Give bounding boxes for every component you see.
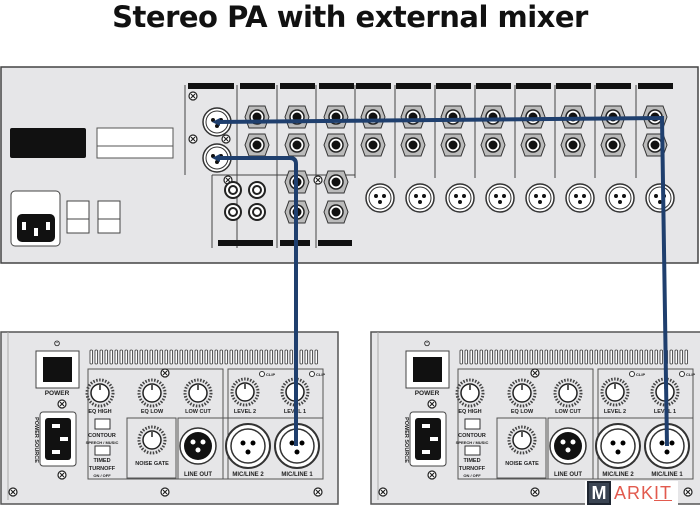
mixer-input-xlr xyxy=(445,183,475,213)
speaker-iec-socket xyxy=(409,411,447,467)
svg-text:NOISE GATE: NOISE GATE xyxy=(135,461,169,467)
svg-text:TURNOFF: TURNOFF xyxy=(89,466,116,472)
svg-text:LINE OUT: LINE OUT xyxy=(184,472,212,478)
svg-text:ON / OFF: ON / OFF xyxy=(463,473,481,478)
svg-text:CONTOUR: CONTOUR xyxy=(88,433,116,439)
svg-text:ON / OFF: ON / OFF xyxy=(93,473,111,478)
speaker-vents xyxy=(459,349,688,365)
rca-jack xyxy=(224,203,242,221)
mixer-input-xlr xyxy=(605,183,635,213)
svg-text:CLIP: CLIP xyxy=(686,372,695,377)
mixer-jack xyxy=(560,133,586,157)
svg-text:NOISE GATE: NOISE GATE xyxy=(505,461,539,467)
svg-text:EQ LOW: EQ LOW xyxy=(141,409,164,415)
mixer-jack xyxy=(244,105,270,129)
svg-text:LOW CUT: LOW CUT xyxy=(555,409,581,415)
svg-text:MIC/LINE 1: MIC/LINE 1 xyxy=(281,472,313,478)
mixer-jack xyxy=(440,105,466,129)
watermark-text: ARKIT xyxy=(614,482,673,503)
svg-text:TURNOFF: TURNOFF xyxy=(459,466,486,472)
svg-text:TIMED: TIMED xyxy=(463,458,480,464)
mixer-jack xyxy=(520,105,546,129)
mixer-jack xyxy=(284,105,310,129)
screw-icon xyxy=(221,134,231,144)
screw-icon xyxy=(188,134,198,144)
screw-icon xyxy=(313,175,323,185)
mixer-input-xlr xyxy=(565,183,595,213)
svg-text:TIMED: TIMED xyxy=(93,458,110,464)
mixer-jack xyxy=(323,200,349,224)
svg-text:MIC/LINE 1: MIC/LINE 1 xyxy=(651,472,683,478)
svg-text:POWER: POWER xyxy=(45,390,70,397)
cable-to-right-speaker xyxy=(216,115,669,447)
diagram-title: Stereo PA with external mixer xyxy=(112,0,588,34)
mixer-input-xlr xyxy=(365,183,395,213)
svg-text:⏻: ⏻ xyxy=(424,340,430,348)
svg-text:SPEECH / MUSIC: SPEECH / MUSIC xyxy=(456,440,489,445)
mixer-jack xyxy=(323,170,349,194)
svg-text:MIC/LINE 2: MIC/LINE 2 xyxy=(232,472,264,478)
svg-text:EQ HIGH: EQ HIGH xyxy=(458,409,481,415)
svg-text:CLIP: CLIP xyxy=(636,372,645,377)
svg-text:SPEECH / MUSIC: SPEECH / MUSIC xyxy=(86,440,119,445)
mixer-power-switches xyxy=(66,200,121,234)
cable-to-left-speaker xyxy=(217,156,298,446)
screw-icon xyxy=(188,91,198,101)
rca-jack xyxy=(248,181,266,199)
svg-text:EQ LOW: EQ LOW xyxy=(511,409,534,415)
speaker-power-switch: ⏻ POWER xyxy=(35,340,80,397)
svg-text:CLIP: CLIP xyxy=(316,372,325,377)
rca-jack xyxy=(224,181,242,199)
mixer-input-xlr xyxy=(485,183,515,213)
mixer-jack xyxy=(400,133,426,157)
svg-text:CLIP: CLIP xyxy=(266,372,275,377)
mixer-iec-socket xyxy=(10,190,61,247)
mixer-jack xyxy=(360,133,386,157)
mixer-jack xyxy=(400,105,426,129)
svg-text:LINE OUT: LINE OUT xyxy=(554,472,582,478)
mixer-rear-panel xyxy=(0,66,699,264)
speaker-iec-socket xyxy=(39,411,77,467)
mixer-jack xyxy=(600,133,626,157)
mixer-input-xlr xyxy=(405,183,435,213)
speaker-left-rear-panel: ⏻ POWER POWER SOURCE EQ HIGH EQ LOW LOW … xyxy=(0,331,339,505)
speaker-right-rear-panel: ⏻ POWER POWER SOURCE EQ HIGH EQ LOW LOW … xyxy=(370,331,700,505)
markit-watermark: M ARKIT xyxy=(585,481,679,505)
svg-text:CONTOUR: CONTOUR xyxy=(458,433,486,439)
mic-line-2-input xyxy=(225,423,271,469)
svg-text:MIC/LINE 2: MIC/LINE 2 xyxy=(602,472,634,478)
mixer-jack xyxy=(480,133,506,157)
speaker-power-switch: ⏻ POWER xyxy=(405,340,450,397)
mixer-jack xyxy=(284,133,310,157)
svg-text:POWER SOURCE: POWER SOURCE xyxy=(33,417,39,463)
svg-text:POWER SOURCE: POWER SOURCE xyxy=(403,417,409,463)
mixer-jack xyxy=(520,133,546,157)
svg-text:LOW CUT: LOW CUT xyxy=(185,409,211,415)
mixer-jack xyxy=(244,133,270,157)
mixer-jack xyxy=(480,105,506,129)
svg-text:LEVEL 2: LEVEL 2 xyxy=(604,409,626,415)
svg-text:EQ HIGH: EQ HIGH xyxy=(88,409,111,415)
mixer-jack xyxy=(323,133,349,157)
line-out-xlr-male xyxy=(179,427,217,465)
mixer-jack xyxy=(323,105,349,129)
watermark-m: M xyxy=(587,481,611,505)
mixer-jack xyxy=(360,105,386,129)
mic-line-2-input xyxy=(595,423,641,469)
line-out-xlr-male xyxy=(549,427,587,465)
rca-jack xyxy=(248,203,266,221)
mixer-jack xyxy=(440,133,466,157)
svg-text:LEVEL 2: LEVEL 2 xyxy=(234,409,256,415)
mixer-channel-strips xyxy=(184,83,675,248)
svg-text:POWER: POWER xyxy=(415,390,440,397)
mixer-label-plate xyxy=(10,128,86,158)
svg-text:⏻: ⏻ xyxy=(54,340,60,348)
mixer-input-xlr xyxy=(645,183,675,213)
mixer-input-xlr xyxy=(525,183,555,213)
